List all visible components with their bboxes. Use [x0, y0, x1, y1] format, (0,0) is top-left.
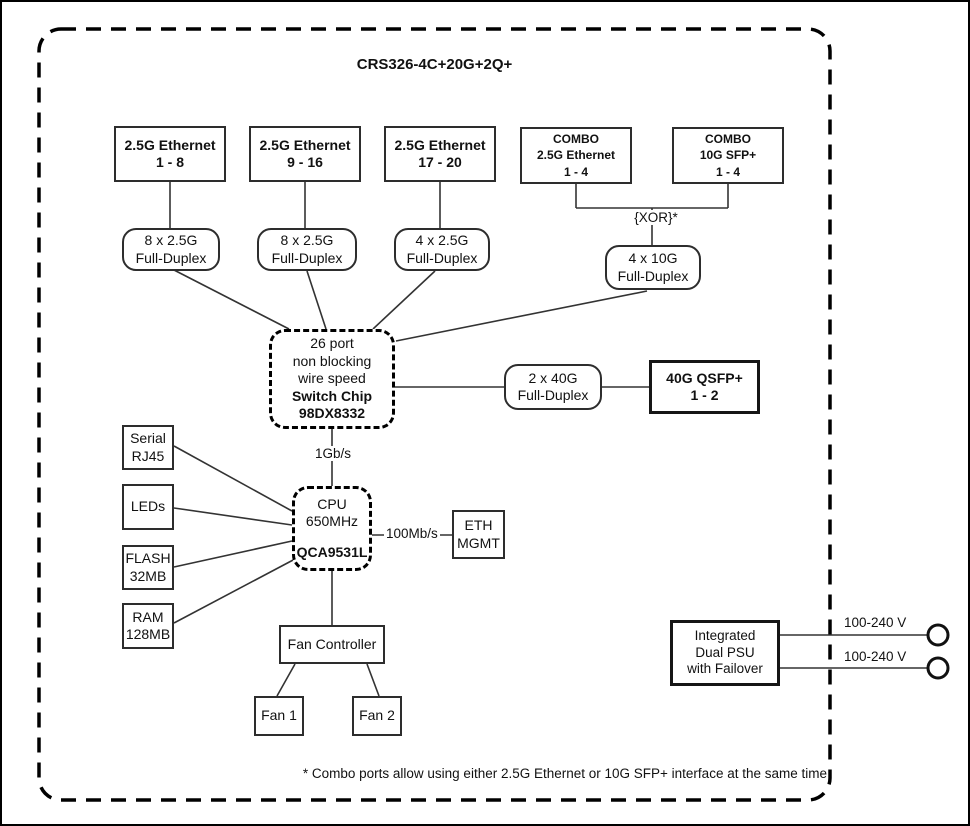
node-psu-label: Integrated Dual PSU with Failover — [687, 627, 763, 677]
node-eth-17-20-label: 2.5G Ethernet 17 - 20 — [394, 136, 486, 171]
node-duplex-4x10g-label: 4 x 10G Full-Duplex — [617, 250, 689, 284]
power-inlet-2-icon — [926, 656, 950, 680]
node-duplex-8x25g-a-label: 8 x 2.5G Full-Duplex — [135, 232, 207, 266]
power-inlet-1-icon — [926, 623, 950, 647]
diagram-title: CRS326-4C+20G+2Q+ — [356, 56, 513, 73]
node-combo-sfp-label: COMBO 10G SFP+ 1 - 4 — [699, 132, 757, 179]
node-combo-sfp: COMBO 10G SFP+ 1 - 4 — [672, 127, 784, 184]
node-eth-17-20: 2.5G Ethernet 17 - 20 — [384, 126, 496, 182]
node-flash: FLASH 32MB — [122, 545, 174, 590]
node-serial-label: Serial RJ45 — [130, 430, 166, 464]
node-eth-1-8: 2.5G Ethernet 1 - 8 — [114, 126, 226, 182]
node-eth-9-16: 2.5G Ethernet 9 - 16 — [249, 126, 361, 182]
cpu-model: QCA9531L — [296, 543, 368, 560]
psu-voltage-label-bottom: 100-240 V — [842, 649, 909, 664]
mgmt-link-speed-label: 100Mb/s — [384, 526, 440, 541]
switch-chip-model: Switch Chip 98DX8332 — [291, 387, 373, 422]
node-fan1-label: Fan 1 — [261, 707, 297, 724]
node-switch-chip: 26 port non blocking wire speed Switch C… — [269, 329, 395, 429]
combo-ports-footnote: * Combo ports allow using either 2.5G Et… — [302, 766, 827, 781]
node-fan-controller-label: Fan Controller — [287, 635, 377, 652]
node-combo-ethernet: COMBO 2.5G Ethernet 1 - 4 — [520, 127, 632, 184]
node-eth-1-8-label: 2.5G Ethernet 1 - 8 — [124, 136, 216, 171]
node-leds: LEDs — [122, 484, 174, 530]
node-fan2-label: Fan 2 — [359, 707, 395, 724]
chassis-dashed-border — [37, 27, 832, 802]
node-duplex-4x10g: 4 x 10G Full-Duplex — [605, 245, 701, 290]
node-duplex-8x25g-b: 8 x 2.5G Full-Duplex — [257, 228, 357, 271]
switch-chip-description: 26 port non blocking wire speed — [292, 335, 372, 387]
node-duplex-2x40g-label: 2 x 40G Full-Duplex — [517, 369, 589, 404]
node-duplex-4x25g-label: 4 x 2.5G Full-Duplex — [406, 232, 478, 266]
node-combo-ethernet-label: COMBO 2.5G Ethernet 1 - 4 — [536, 132, 616, 179]
cpu-uplink-speed-label: 1Gb/s — [313, 446, 354, 461]
node-fan1: Fan 1 — [254, 696, 304, 736]
node-qsfp-ports-label: 40G QSFP+ 1 - 2 — [666, 369, 743, 404]
psu-voltage-label-top: 100-240 V — [842, 615, 909, 630]
xor-label: {XOR}* — [629, 210, 683, 225]
node-ram-label: RAM 128MB — [125, 608, 171, 643]
node-eth-mgmt: ETH MGMT — [452, 510, 505, 559]
node-duplex-8x25g-a: 8 x 2.5G Full-Duplex — [122, 228, 220, 271]
node-eth-mgmt-label: ETH MGMT — [457, 517, 500, 551]
node-serial: Serial RJ45 — [122, 425, 174, 470]
node-qsfp-ports: 40G QSFP+ 1 - 2 — [649, 360, 760, 414]
node-eth-9-16-label: 2.5G Ethernet 9 - 16 — [259, 136, 351, 171]
node-ram: RAM 128MB — [122, 603, 174, 649]
node-duplex-4x25g: 4 x 2.5G Full-Duplex — [394, 228, 490, 271]
node-flash-label: FLASH 32MB — [125, 550, 171, 584]
node-psu: Integrated Dual PSU with Failover — [670, 620, 780, 686]
node-duplex-2x40g: 2 x 40G Full-Duplex — [504, 364, 602, 410]
cpu-description: CPU 650MHz — [305, 495, 359, 530]
node-leds-label: LEDs — [130, 498, 166, 515]
node-cpu: CPU 650MHz QCA9531L — [292, 486, 372, 571]
node-duplex-8x25g-b-label: 8 x 2.5G Full-Duplex — [271, 232, 343, 266]
node-fan-controller: Fan Controller — [279, 625, 385, 664]
node-fan2: Fan 2 — [352, 696, 402, 736]
